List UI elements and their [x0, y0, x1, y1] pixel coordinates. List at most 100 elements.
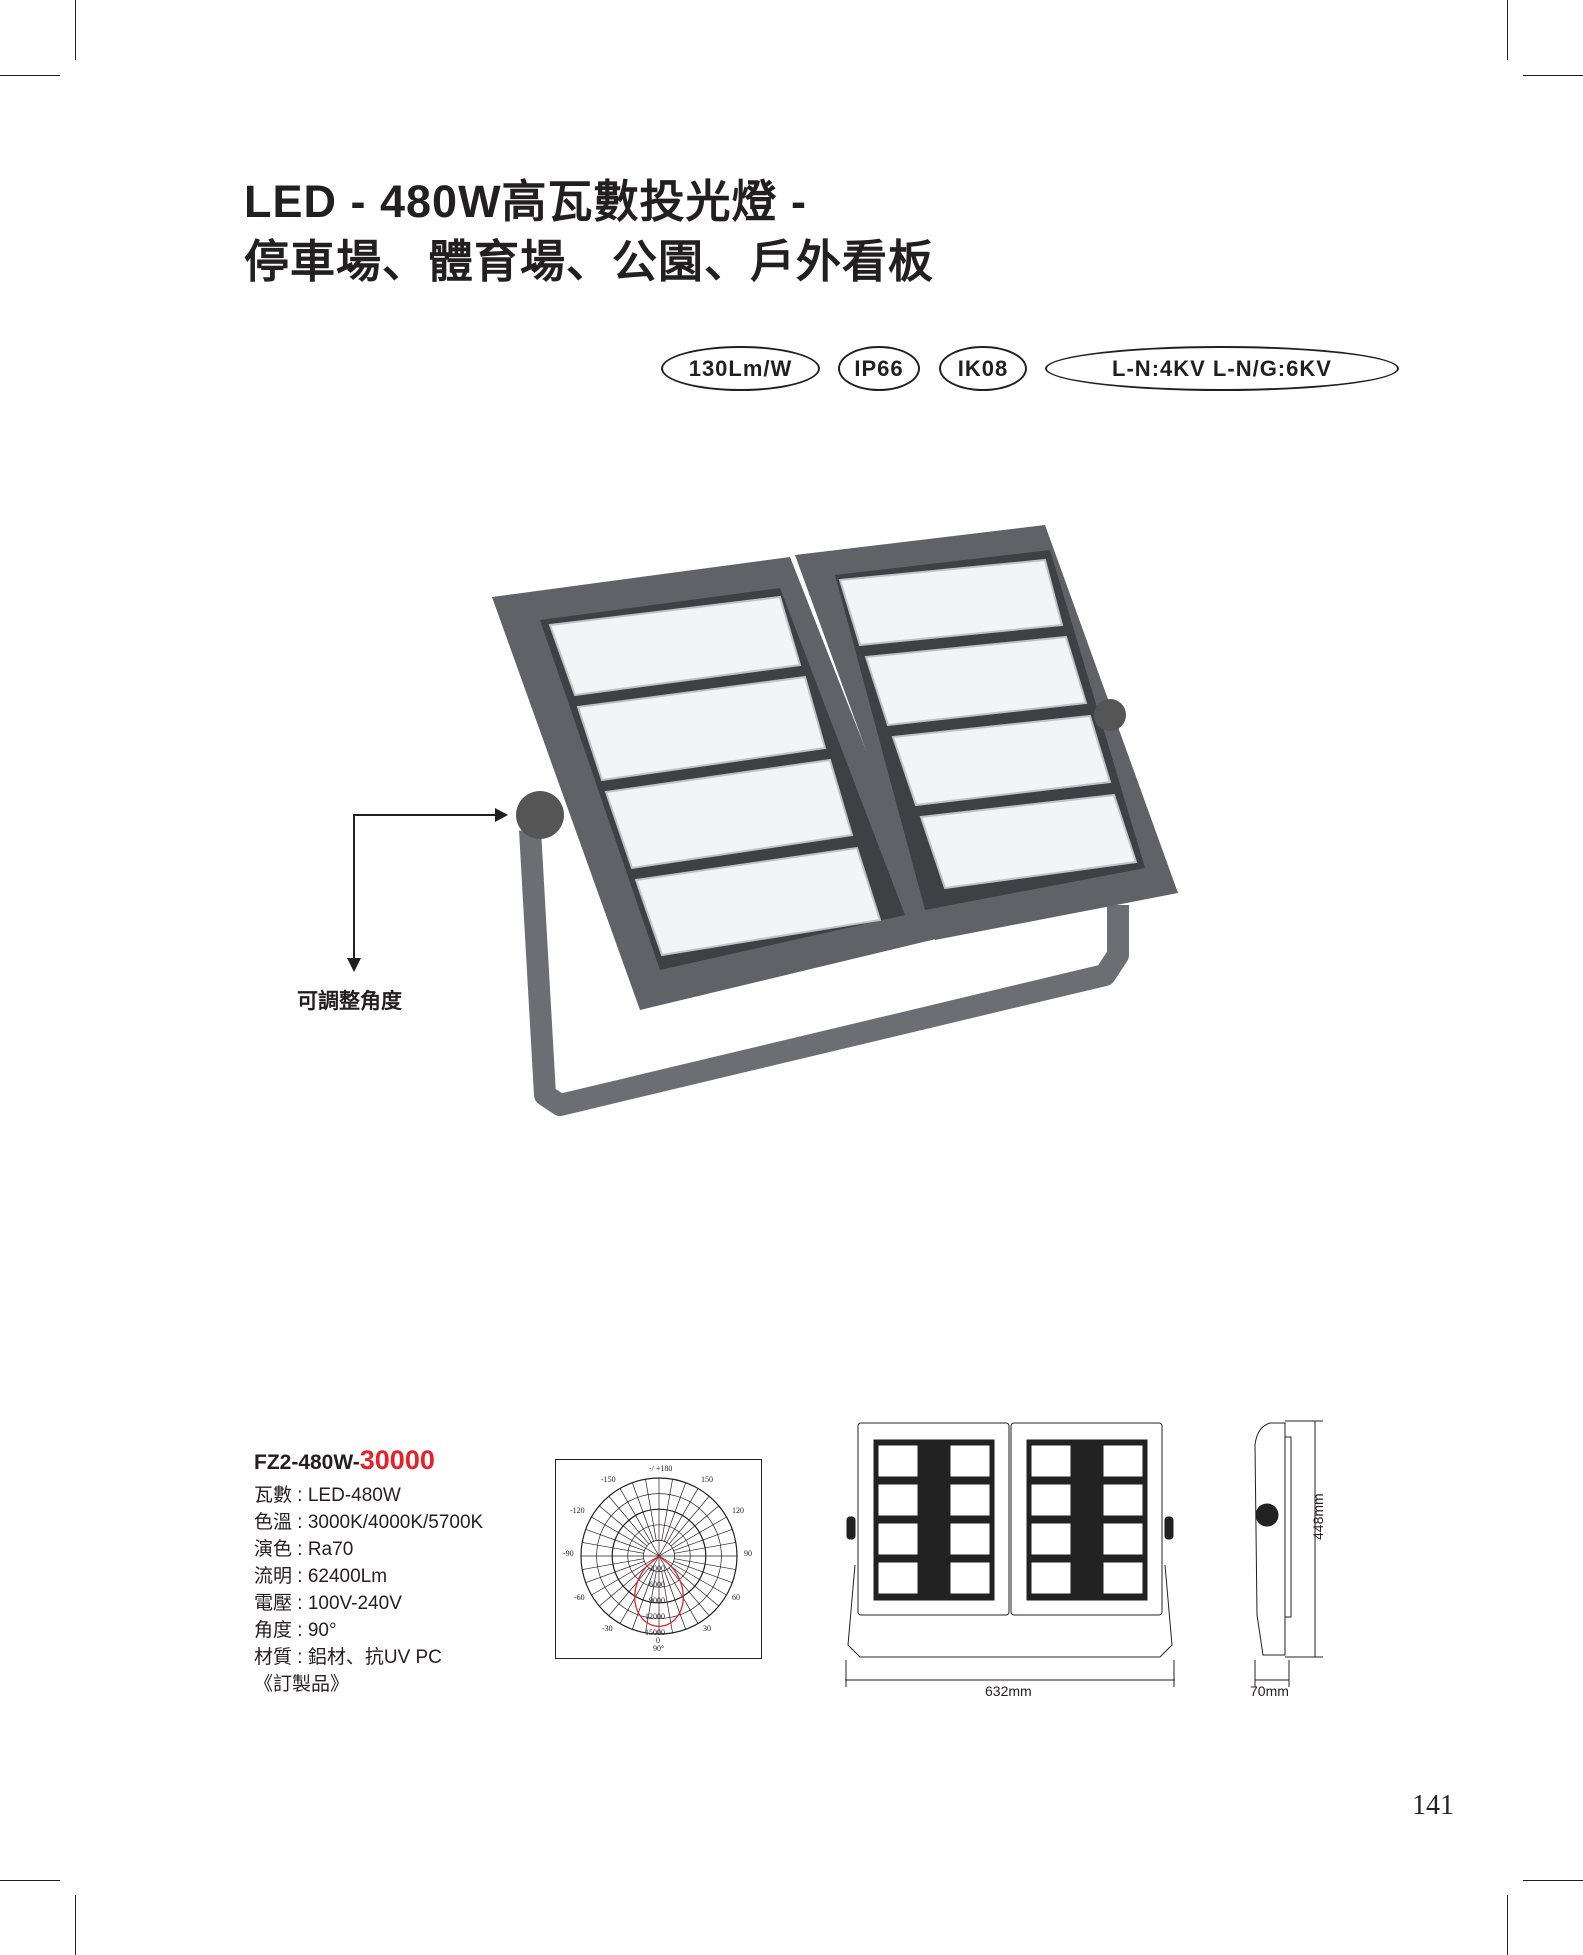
led-module: [1030, 1444, 1072, 1478]
spec-cri: 演色 : Ra70: [254, 1539, 354, 1560]
spec-beam-angle: 角度 : 90°: [254, 1620, 337, 1641]
model-number: FZ2-480W-30000: [254, 1445, 435, 1476]
angle-label: 0: [656, 1636, 660, 1645]
angle-label: 120: [732, 1506, 744, 1515]
polar-spoke: [673, 1528, 733, 1551]
badge-surge: L-N:4KV L-N/G:6KV: [1045, 346, 1399, 391]
polar-spoke: [599, 1565, 648, 1607]
polar-spoke: [664, 1482, 687, 1542]
angle-label: 30: [703, 1624, 711, 1633]
badge-ik-rating: IK08: [939, 346, 1027, 391]
model-suffix: 30000: [359, 1445, 435, 1475]
led-module: [877, 1522, 919, 1556]
led-module: [1030, 1522, 1072, 1556]
front-dimension-drawing: [845, 1422, 1175, 1687]
angle-label: 150: [701, 1475, 713, 1484]
crop-mark: [0, 75, 60, 76]
led-module: [949, 1483, 991, 1517]
led-module: [1102, 1444, 1144, 1478]
angle-label: 60: [732, 1593, 740, 1602]
led-module: [877, 1444, 919, 1478]
polar-spoke: [658, 1516, 727, 1557]
adjustment-knob-left: [516, 791, 564, 839]
spec-wattage: 瓦數 : LED-480W: [254, 1485, 401, 1506]
led-module: [1102, 1522, 1144, 1556]
light-distribution-curve: [634, 1555, 684, 1628]
polar-spoke: [658, 1488, 699, 1557]
led-module: [949, 1522, 991, 1556]
polar-spoke: [658, 1555, 699, 1624]
product-image: [347, 525, 1178, 1116]
mounting-bracket: [519, 829, 1129, 1116]
angle-label: -150: [601, 1475, 616, 1484]
side-dimension-drawing: [1254, 1420, 1323, 1687]
polar-spoke: [664, 1570, 687, 1630]
polar-spoke: [673, 1561, 733, 1584]
ring-label: 3000: [649, 1564, 665, 1573]
ring-label: 6000: [649, 1580, 665, 1589]
polar-spoke: [585, 1528, 645, 1551]
led-module: [877, 1561, 919, 1595]
led-module: [1030, 1483, 1072, 1517]
ring-label: 12000: [645, 1612, 665, 1621]
crop-mark: [75, 0, 76, 60]
page-number: 141: [1412, 1790, 1454, 1821]
badge-ip-rating: IP66: [838, 346, 920, 391]
polar-spoke: [674, 1542, 736, 1554]
polar-spoke: [670, 1505, 719, 1547]
angle-label: -90: [563, 1549, 574, 1558]
polar-spoke: [619, 1488, 660, 1557]
polar-light-distribution-chart: -/ +180 -150 150 -120 120 -90 90 -60 60 …: [555, 1459, 762, 1659]
crop-mark: [1523, 75, 1583, 76]
crop-mark: [1523, 1880, 1583, 1881]
led-module: [1102, 1483, 1144, 1517]
spec-voltage: 電壓 : 100V-240V: [254, 1593, 402, 1614]
polar-spoke: [631, 1570, 654, 1630]
polar-spoke: [668, 1567, 710, 1616]
polar-spoke: [582, 1542, 644, 1554]
angle-label: 90°: [653, 1644, 664, 1653]
polar-spoke: [631, 1482, 654, 1542]
spec-lumens: 流明 : 62400Lm: [254, 1566, 388, 1587]
polar-spoke: [670, 1565, 719, 1607]
angle-label: -30: [602, 1624, 613, 1633]
ring-label: 9000: [649, 1596, 665, 1605]
angle-label: -120: [570, 1506, 585, 1515]
polar-spoke: [661, 1479, 673, 1541]
led-module: [1102, 1561, 1144, 1595]
crop-mark: [1507, 1895, 1508, 1955]
badge-efficacy: 130Lm/W: [661, 346, 820, 391]
ring-label: 15000: [645, 1628, 665, 1637]
callout-arrow: [347, 808, 508, 972]
polar-spoke: [585, 1561, 645, 1584]
angle-label: 90: [744, 1549, 752, 1558]
spec-material: 材質 : 鋁材、抗UV PC: [254, 1647, 442, 1668]
led-module: [1030, 1561, 1072, 1595]
polar-spoke: [658, 1555, 727, 1596]
polar-spoke: [608, 1496, 650, 1545]
crop-mark: [1507, 0, 1508, 60]
page-title-line1: LED - 480W高瓦數投光燈 -: [244, 176, 808, 227]
polar-spoke: [582, 1558, 644, 1570]
polar-spoke: [608, 1567, 650, 1616]
polar-spoke: [591, 1516, 660, 1557]
width-dimension: 632mm: [985, 1683, 1032, 1699]
spec-color-temp: 色溫 : 3000K/4000K/5700K: [254, 1512, 484, 1533]
height-dimension: 448mm: [1310, 1493, 1326, 1540]
model-prefix: FZ2-480W-: [254, 1451, 360, 1474]
polar-spoke: [645, 1479, 657, 1541]
polar-spoke: [668, 1496, 710, 1545]
polar-spoke: [674, 1558, 736, 1570]
led-module: [949, 1561, 991, 1595]
page-title-line2: 停車場、體育場、公園、戶外看板: [244, 236, 935, 287]
adjustment-knob-right: [1094, 699, 1126, 731]
polar-spoke: [619, 1555, 660, 1624]
depth-dimension: 70mm: [1250, 1683, 1289, 1699]
angle-label: -/ +180: [649, 1464, 672, 1473]
adjustable-angle-label: 可調整角度: [297, 990, 402, 1013]
spec-custom-order: 《訂製品》: [254, 1674, 350, 1695]
crop-mark: [75, 1895, 76, 1955]
polar-spoke: [599, 1505, 648, 1547]
angle-label: -60: [574, 1593, 585, 1602]
polar-spoke: [591, 1555, 660, 1596]
